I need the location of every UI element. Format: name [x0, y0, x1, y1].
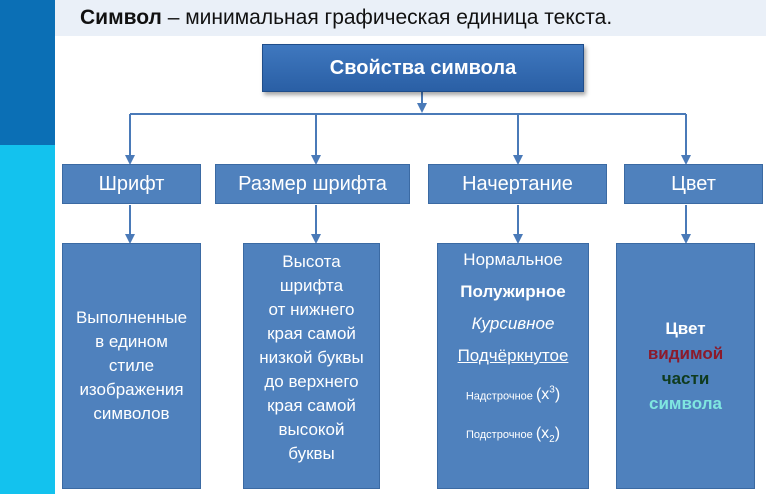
size-desc-line: высокой: [278, 420, 345, 439]
superscript-example: (x3): [535, 385, 561, 404]
size-desc-line: края самой: [267, 396, 356, 415]
title-strip: [55, 0, 766, 36]
root-node: Свойства символа: [262, 44, 584, 92]
size-description-box: Высота шрифта от нижнего края самой низк…: [243, 243, 380, 489]
superscript-base: x: [541, 386, 550, 404]
category-style: Начертание: [428, 164, 607, 204]
superscript-exponent: 3: [549, 385, 555, 396]
size-desc-line: шрифта: [279, 276, 344, 295]
size-desc-line: низкой буквы: [259, 348, 364, 367]
size-desc-line: Высота: [282, 252, 341, 271]
size-desc-line: до верхнего: [264, 372, 359, 391]
style-normal: Нормальное: [463, 250, 563, 269]
size-desc-line: буквы: [288, 444, 335, 463]
title-term: Символ: [80, 6, 162, 29]
font-desc-line: символов: [93, 404, 170, 423]
color-description-box: Цвет видимой части символа: [616, 243, 755, 489]
color-desc-line: Цвет: [665, 319, 706, 338]
category-font: Шрифт: [62, 164, 201, 204]
subscript-label: Подстрочное: [465, 429, 533, 442]
style-underline: Подчёркнутое: [457, 346, 569, 365]
slide-title: Символ – минимальная графическая единица…: [80, 6, 612, 30]
font-desc-line: стиле: [108, 356, 155, 375]
size-desc-line: края самой: [267, 324, 356, 343]
left-accent-bar-top: [0, 0, 55, 145]
color-desc-line: символа: [649, 394, 722, 413]
style-italic: Курсивное: [471, 314, 555, 333]
font-desc-line: в едином: [95, 332, 168, 351]
category-color: Цвет: [624, 164, 763, 204]
font-desc-line: Выполненные: [75, 308, 188, 327]
subscript-base: x: [541, 425, 550, 443]
font-desc-line: изображения: [79, 380, 184, 399]
category-font-size: Размер шрифта: [215, 164, 410, 204]
left-accent-bar-bottom: [0, 145, 55, 494]
color-desc-line: видимой: [647, 344, 724, 363]
style-bold: Полужирное: [460, 282, 566, 301]
color-desc-line: части: [661, 369, 710, 388]
font-description-box: Выполненные в едином стиле изображения с…: [62, 243, 201, 489]
size-desc-line: от нижнего: [268, 300, 355, 319]
subscript-example: (x2): [535, 425, 561, 446]
style-superscript: Надстрочное (x3): [466, 372, 560, 415]
style-description-box: Нормальное Полужирное Курсивное Подчёркн…: [437, 243, 589, 489]
title-definition: – минимальная графическая единица текста…: [161, 6, 613, 29]
superscript-label: Надстрочное: [465, 390, 533, 403]
subscript-index: 2: [549, 434, 555, 446]
style-subscript: Подстрочное (x2): [466, 415, 560, 459]
